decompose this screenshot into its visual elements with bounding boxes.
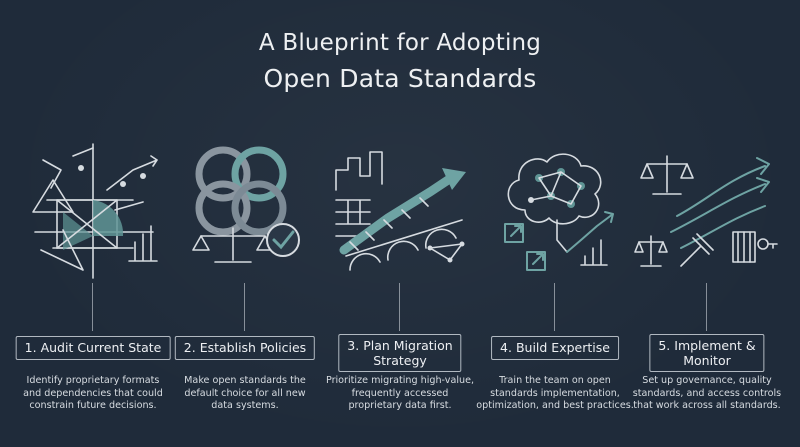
- step-1-label-box: 1. Audit Current State: [15, 336, 171, 360]
- step-2-label-box: 2. Establish Policies: [174, 336, 316, 360]
- linked-rings-scale-check-icon: [192, 146, 300, 263]
- step-5-label-line-2: Monitor: [683, 353, 731, 368]
- step-1: 1. Audit Current State Identify propriet…: [13, 0, 173, 447]
- step-5: 5. Implement & Monitor Set up governance…: [627, 0, 787, 447]
- step-5-label-box: 5. Implement & Monitor: [649, 334, 765, 372]
- step-5-label-line-1: 5. Implement &: [658, 338, 756, 353]
- step-2-description: Make open standards the default choice f…: [184, 375, 306, 411]
- step-1-label: 1. Audit Current State: [24, 340, 162, 355]
- step-4-label-box: 4. Build Expertise: [491, 336, 619, 360]
- step-4-description: Train the team on open standards impleme…: [476, 375, 634, 411]
- step-2: 2. Establish Policies Make open standard…: [165, 0, 325, 447]
- step-3-connector: [399, 283, 400, 331]
- step-2-label: 2. Establish Policies: [183, 340, 307, 355]
- geometric-analysis-icon: [32, 143, 158, 279]
- step-3: 3. Plan Migration Strategy Prioritize mi…: [320, 0, 480, 447]
- step-4-label: 4. Build Expertise: [500, 340, 610, 355]
- step-4-connector: [554, 283, 555, 331]
- bridge-migration-arrow-icon: [335, 151, 466, 271]
- title-line-1: A Blueprint for Adopting: [258, 30, 542, 56]
- brain-network-growth-icon: [504, 153, 614, 271]
- step-3-label-line-1: 3. Plan Migration: [347, 338, 453, 353]
- step-5-connector: [706, 283, 707, 331]
- step-3-description: Prioritize migrating high-value, frequen…: [325, 375, 475, 411]
- scales-flowing-arrows-gavel-icon: [634, 155, 778, 267]
- title-line-2: Open Data Standards: [263, 64, 537, 93]
- step-3-label-box: 3. Plan Migration Strategy: [338, 334, 462, 372]
- step-5-description: Set up governance, quality standards, an…: [632, 375, 782, 411]
- step-4: 4. Build Expertise Train the team on ope…: [475, 0, 635, 447]
- step-1-description: Identify proprietary formats and depende…: [23, 375, 163, 411]
- step-1-connector: [92, 283, 93, 331]
- step-2-connector: [244, 283, 245, 331]
- step-3-label-line-2: Strategy: [373, 353, 427, 368]
